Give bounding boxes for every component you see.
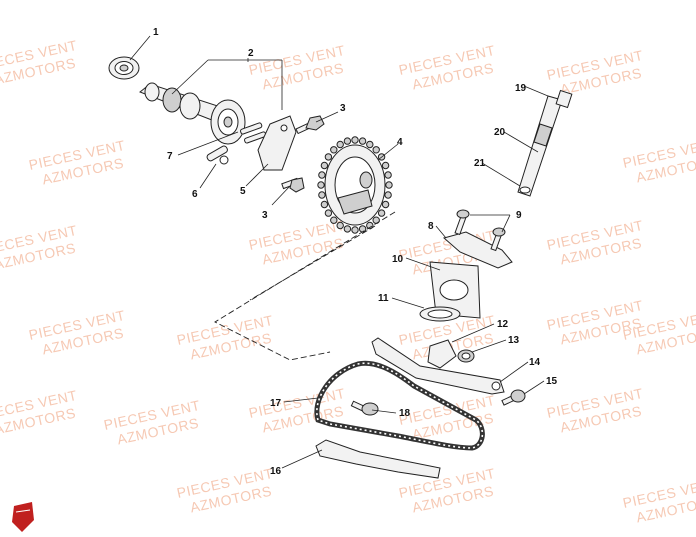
sprocket-tooth (358, 137, 367, 145)
sprocket-tooth (351, 136, 359, 144)
callout-20: 20 (494, 127, 506, 138)
sprocket-tooth (320, 161, 329, 170)
leader-lines (129, 35, 549, 469)
sprocket-tooth (381, 161, 390, 170)
chain-slide-part-16 (315, 439, 441, 479)
watermark-text-22: PIECES VENTAZMOTORS (621, 475, 696, 528)
camshaft-part-2 (139, 82, 246, 145)
callout-9: 9 (516, 210, 522, 221)
watermark-text-15: PIECES VENTAZMOTORS (0, 387, 82, 440)
watermark-text-9: PIECES VENTAZMOTORS (545, 217, 648, 270)
bolt-part-15 (501, 389, 526, 406)
sprocket-tooth (324, 153, 333, 161)
sprocket-tooth (330, 146, 338, 154)
callout-2: 2 (248, 48, 254, 59)
callout-3-upper: 3 (340, 103, 346, 114)
callout-4: 4 (397, 137, 403, 148)
sprocket-tooth (336, 221, 344, 230)
adjuster-rod-parts-19-21 (517, 89, 573, 197)
sprocket-tooth (384, 171, 392, 179)
watermark-text-20: PIECES VENTAZMOTORS (175, 465, 278, 518)
callout-10: 10 (392, 254, 404, 265)
tensioner-plate-part-8 (442, 231, 513, 269)
sprocket-tooth (351, 226, 359, 234)
watermark-text-7: PIECES VENTAZMOTORS (247, 217, 350, 270)
chain-path-outline (214, 211, 396, 361)
sprocket-tooth (318, 171, 326, 179)
bracket-part-5 (257, 115, 297, 171)
sprocket-tooth (384, 191, 392, 199)
sprocket-tooth (317, 181, 325, 189)
sprocket-tooth (372, 146, 380, 154)
watermark-text-6: PIECES VENTAZMOTORS (0, 222, 82, 275)
bolt-part-13 (457, 349, 475, 363)
bolt-part-9-left (454, 209, 470, 236)
sprocket-tooth (330, 216, 338, 224)
bracket-part-12 (427, 339, 457, 369)
callout-21: 21 (474, 158, 486, 169)
callout-6: 6 (192, 189, 198, 200)
sprocket-tooth (318, 191, 326, 199)
callout-7: 7 (167, 151, 173, 162)
watermark-text-0: PIECES VENTAZMOTORS (0, 37, 82, 90)
bolt-part-3-upper (295, 115, 325, 135)
watermark-text-4: PIECES VENTAZMOTORS (27, 137, 130, 190)
azmotors-shield-logo (12, 502, 34, 532)
sprocket-tooth (324, 209, 333, 217)
callout-19: 19 (515, 83, 527, 94)
callout-1: 1 (153, 27, 159, 38)
sprocket-tooth (377, 209, 386, 217)
sprocket-tooth (385, 181, 393, 189)
callout-12: 12 (497, 319, 509, 330)
callout-3-lower: 3 (262, 210, 268, 221)
bearing-part-1 (108, 56, 140, 80)
callout-18: 18 (399, 408, 411, 419)
sprocket-tooth (320, 200, 329, 209)
watermark-text-5: PIECES VENTAZMOTORS (621, 135, 696, 188)
watermark-text-17: PIECES VENTAZMOTORS (247, 385, 350, 438)
callout-5: 5 (240, 186, 246, 197)
callout-16: 16 (270, 466, 282, 477)
watermark-text-1: PIECES VENTAZMOTORS (247, 42, 350, 95)
cam-chain-part-17 (314, 360, 485, 451)
watermark-text-10: PIECES VENTAZMOTORS (27, 307, 130, 360)
watermark-text-19: PIECES VENTAZMOTORS (545, 385, 648, 438)
watermark-text-11: PIECES VENTAZMOTORS (175, 312, 278, 365)
sprocket-tooth (343, 137, 352, 145)
sprocket-tooth (358, 225, 367, 233)
callout-labels: 1 2 3 3 4 5 6 7 8 9 10 11 12 13 14 15 16… (153, 27, 558, 477)
sprocket-tooth (343, 225, 352, 233)
pin-part-6 (206, 145, 229, 165)
callout-13: 13 (508, 335, 520, 346)
bolt-part-3-lower (281, 177, 305, 193)
cam-sprocket-part-4 (317, 136, 393, 234)
chain-guide-part-14 (371, 337, 505, 395)
sprocket-tooth (336, 140, 344, 149)
watermark-text-13: PIECES VENTAZMOTORS (545, 297, 648, 350)
callout-17: 17 (270, 398, 282, 409)
callout-15: 15 (546, 376, 558, 387)
watermark-text-16: PIECES VENTAZMOTORS (102, 397, 205, 450)
tensioner-body-part-10 (429, 261, 481, 319)
pins-part-7 (240, 122, 267, 144)
callout-11: 11 (378, 293, 389, 304)
o-ring-part-11 (419, 306, 461, 322)
bolt-part-9-right (490, 227, 506, 252)
sprocket-tooth (366, 140, 374, 149)
callout-14: 14 (529, 357, 541, 368)
watermark-text-2: PIECES VENTAZMOTORS (397, 42, 500, 95)
callout-8: 8 (428, 221, 434, 232)
bolt-part-18 (350, 400, 379, 416)
sprocket-tooth (381, 200, 390, 209)
